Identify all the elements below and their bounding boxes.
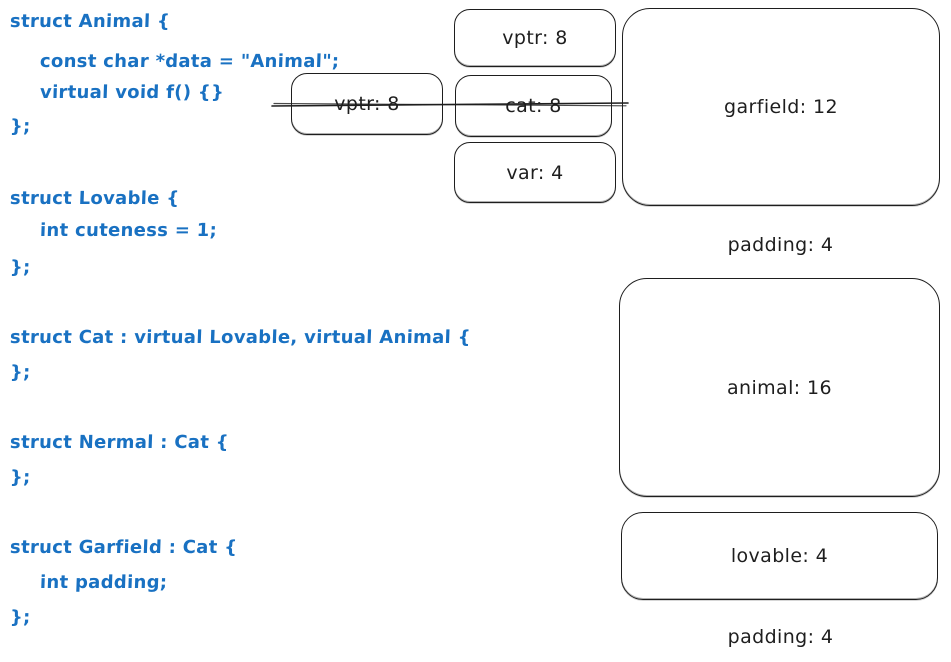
code-line-struct-animal: struct Animal {: [9, 11, 171, 32]
code-line-struct-nermal: struct Nermal : Cat {: [9, 432, 230, 453]
box-var: var: 4: [454, 142, 616, 203]
code-line-animal-close: };: [9, 116, 31, 137]
code-line-animal-virtual: virtual void f() {}: [39, 82, 225, 103]
box-vptr: vptr: 8: [454, 9, 616, 67]
code-line-struct-lovable: struct Lovable {: [9, 188, 180, 209]
code-line-lovable-close: };: [9, 257, 31, 278]
code-line-garfield-close: };: [9, 607, 31, 628]
label-padding-upper: padding: 4: [727, 234, 834, 256]
box-cat-label: cat: 8: [505, 95, 562, 117]
code-line-garfield-padding: int padding;: [39, 572, 168, 593]
box-vptr-label: vptr: 8: [502, 27, 568, 49]
code-line-struct-garfield: struct Garfield : Cat {: [9, 537, 238, 558]
box-vptr-crossed-out: vptr: 8: [291, 73, 443, 135]
box-garfield: garfield: 12: [622, 8, 940, 206]
box-animal-label: animal: 16: [726, 376, 832, 399]
label-padding-lower: padding: 4: [727, 626, 834, 648]
box-lovable: lovable: 4: [621, 512, 938, 600]
code-line-lovable-cuteness: int cuteness = 1;: [39, 220, 218, 241]
box-var-label: var: 4: [506, 161, 564, 184]
code-line-cat-close: };: [9, 362, 31, 383]
box-garfield-label: garfield: 12: [724, 96, 838, 118]
box-lovable-label: lovable: 4: [730, 545, 829, 567]
code-line-struct-cat: struct Cat : virtual Lovable, virtual An…: [9, 327, 472, 348]
code-line-animal-data: const char *data = "Animal";: [39, 51, 340, 72]
box-vptr-crossed-out-label: vptr: 8: [334, 93, 400, 115]
box-animal: animal: 16: [619, 278, 940, 497]
code-line-nermal-close: };: [9, 467, 31, 488]
box-cat: cat: 8: [455, 75, 612, 137]
